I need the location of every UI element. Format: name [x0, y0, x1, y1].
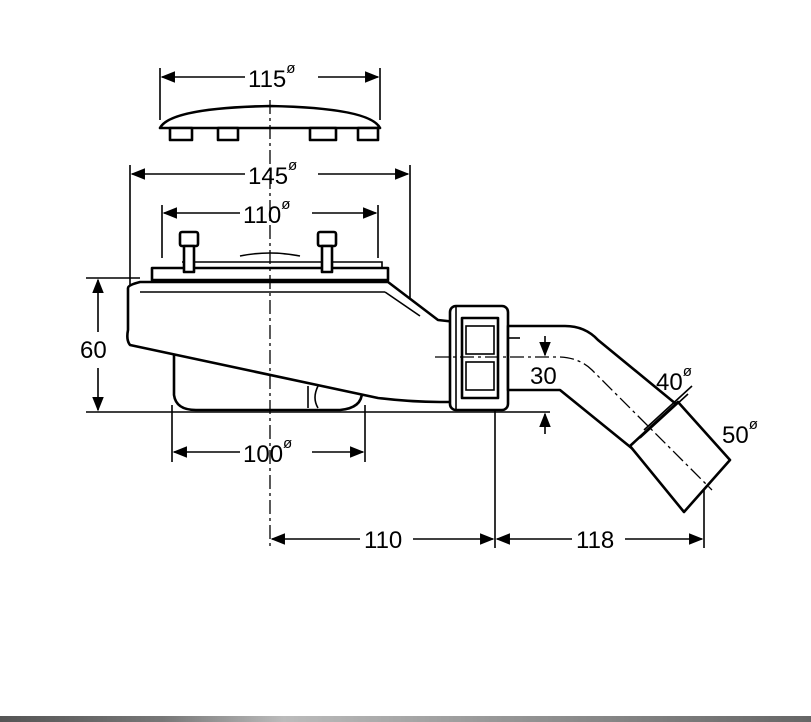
- dim-label-outlet-40: 40ø: [656, 363, 692, 396]
- drain-body: [126, 230, 458, 412]
- extension-lines: [86, 68, 705, 548]
- dim-label-offset-110: 110: [364, 527, 402, 554]
- dim-label-outer-diameter: 145ø: [248, 157, 297, 190]
- bottom-bar: [0, 716, 811, 722]
- dim-label-trap-diameter: 100ø: [243, 435, 292, 468]
- dim-label-offset-118: 118: [576, 527, 614, 554]
- dim-label-outlet-50: 50ø: [722, 416, 758, 449]
- dim-label-cover-diameter: 115ø: [248, 60, 295, 93]
- centre-lines: [269, 100, 713, 548]
- outlet-elbow: [506, 324, 732, 514]
- dim-label-flange-diameter: 110ø: [243, 196, 290, 229]
- dim-label-outlet-height: 30: [530, 363, 557, 390]
- dim-label-height: 60: [80, 337, 107, 364]
- dimension-lines: [92, 71, 704, 545]
- coupling-nut: [448, 304, 510, 412]
- dimension-labels: 115ø 145ø 110ø 60 100ø 110 118 30 40ø 50…: [80, 60, 758, 554]
